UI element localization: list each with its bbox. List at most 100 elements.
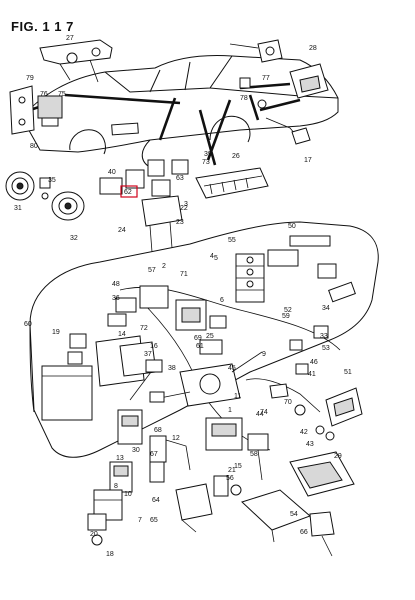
relay-76 <box>37 95 63 127</box>
module-37 <box>41 365 93 421</box>
callout-21: 21 <box>228 467 236 474</box>
callout-69: 69 <box>194 335 202 342</box>
callout-2: 2 <box>162 263 166 270</box>
unit-28 <box>289 63 329 99</box>
callout-32: 32 <box>70 235 78 242</box>
callout-43: 43 <box>306 441 314 448</box>
relay-cluster <box>99 159 189 253</box>
callout-55: 55 <box>228 237 236 244</box>
callout-62: 62 <box>124 189 132 196</box>
callout-27: 27 <box>66 35 74 42</box>
callout-74: 74 <box>260 409 268 416</box>
callout-42: 42 <box>300 429 308 436</box>
callout-26: 26 <box>232 153 240 160</box>
callout-45: 45 <box>228 365 236 372</box>
callout-31: 31 <box>14 205 22 212</box>
callout-28: 28 <box>309 45 317 52</box>
callout-8: 8 <box>114 483 118 490</box>
callout-68: 68 <box>154 427 162 434</box>
callout-41: 41 <box>308 371 316 378</box>
callout-19: 19 <box>52 329 60 336</box>
horn-32 <box>51 191 85 221</box>
switch-20 <box>87 513 107 546</box>
callout-11: 11 <box>234 393 241 400</box>
callout-3: 3 <box>184 201 188 208</box>
relay-65 <box>175 483 213 533</box>
callout-77: 77 <box>262 75 270 82</box>
callout-63: 63 <box>176 175 184 182</box>
callout-50: 50 <box>288 223 296 230</box>
callout-71: 71 <box>180 271 188 278</box>
callout-70: 70 <box>284 399 292 406</box>
callout-12: 12 <box>172 435 180 442</box>
callout-56: 56 <box>226 475 234 482</box>
callout-35: 35 <box>48 177 56 184</box>
callout-76: 76 <box>40 91 48 98</box>
callout-17: 17 <box>304 157 312 164</box>
dashboard-outline <box>29 221 379 458</box>
figure-title: FIG. 1 1 7 <box>11 19 74 34</box>
callout-46: 46 <box>310 359 318 366</box>
switch-30 <box>117 409 143 445</box>
callout-6: 6 <box>220 297 224 304</box>
unit-29 <box>289 451 355 497</box>
callout-39: 39 <box>204 151 212 158</box>
callout-15: 15 <box>234 463 242 470</box>
callout-44: 44 <box>256 411 264 418</box>
horn-31 <box>5 171 35 201</box>
callout-53: 53 <box>322 345 330 352</box>
callout-22: 22 <box>180 205 188 212</box>
callout-72: 72 <box>140 325 148 332</box>
callout-73: 73 <box>202 159 210 166</box>
connector-26 <box>229 39 283 63</box>
bracket-79 <box>9 85 35 135</box>
callout-1: 1 <box>228 407 232 414</box>
callout-33: 33 <box>320 333 328 340</box>
callout-51: 51 <box>344 369 352 376</box>
callout-9: 9 <box>262 351 266 358</box>
callout-29: 29 <box>334 453 342 460</box>
callout-38: 38 <box>168 365 176 372</box>
callout-79: 79 <box>26 75 34 82</box>
callout-67: 67 <box>150 451 158 458</box>
callout-40: 40 <box>108 169 116 176</box>
callout-66: 66 <box>300 529 308 536</box>
callout-30: 30 <box>132 447 140 454</box>
callout-16: 16 <box>150 343 158 350</box>
unit-44 <box>247 433 269 481</box>
harness-right <box>245 325 363 441</box>
callout-20: 20 <box>90 531 98 538</box>
callout-64: 64 <box>152 497 160 504</box>
callout-25: 25 <box>206 333 214 340</box>
callout-60: 60 <box>24 321 32 328</box>
fuse-block-73 <box>195 167 269 199</box>
callout-13: 13 <box>116 455 124 462</box>
small-relays-left <box>67 333 163 373</box>
callout-34: 34 <box>322 305 330 312</box>
callout-7: 7 <box>138 517 142 524</box>
combination-switch <box>149 351 263 407</box>
callout-61: 61 <box>196 343 204 350</box>
callout-75: 75 <box>58 91 66 98</box>
callout-18: 18 <box>106 551 114 558</box>
callout-58: 58 <box>250 451 258 458</box>
callout-36: 36 <box>112 295 120 302</box>
switch-cluster <box>235 235 356 303</box>
callout-24: 24 <box>118 227 126 234</box>
horn-bracket-assembly <box>39 39 113 83</box>
callout-10: 10 <box>124 491 132 498</box>
unit-15 <box>205 417 243 451</box>
callout-23: 23 <box>176 219 184 226</box>
callout-52: 52 <box>284 307 292 314</box>
callout-65: 65 <box>150 517 158 524</box>
callout-48: 48 <box>112 281 120 288</box>
leader-lines-thick <box>29 82 301 166</box>
part-67-68 <box>149 435 191 483</box>
highlight-frame-62 <box>120 185 138 198</box>
callout-37: 37 <box>144 351 152 358</box>
callout-14: 14 <box>118 331 126 338</box>
callout-54: 54 <box>290 511 298 518</box>
connector-35 <box>39 177 51 200</box>
